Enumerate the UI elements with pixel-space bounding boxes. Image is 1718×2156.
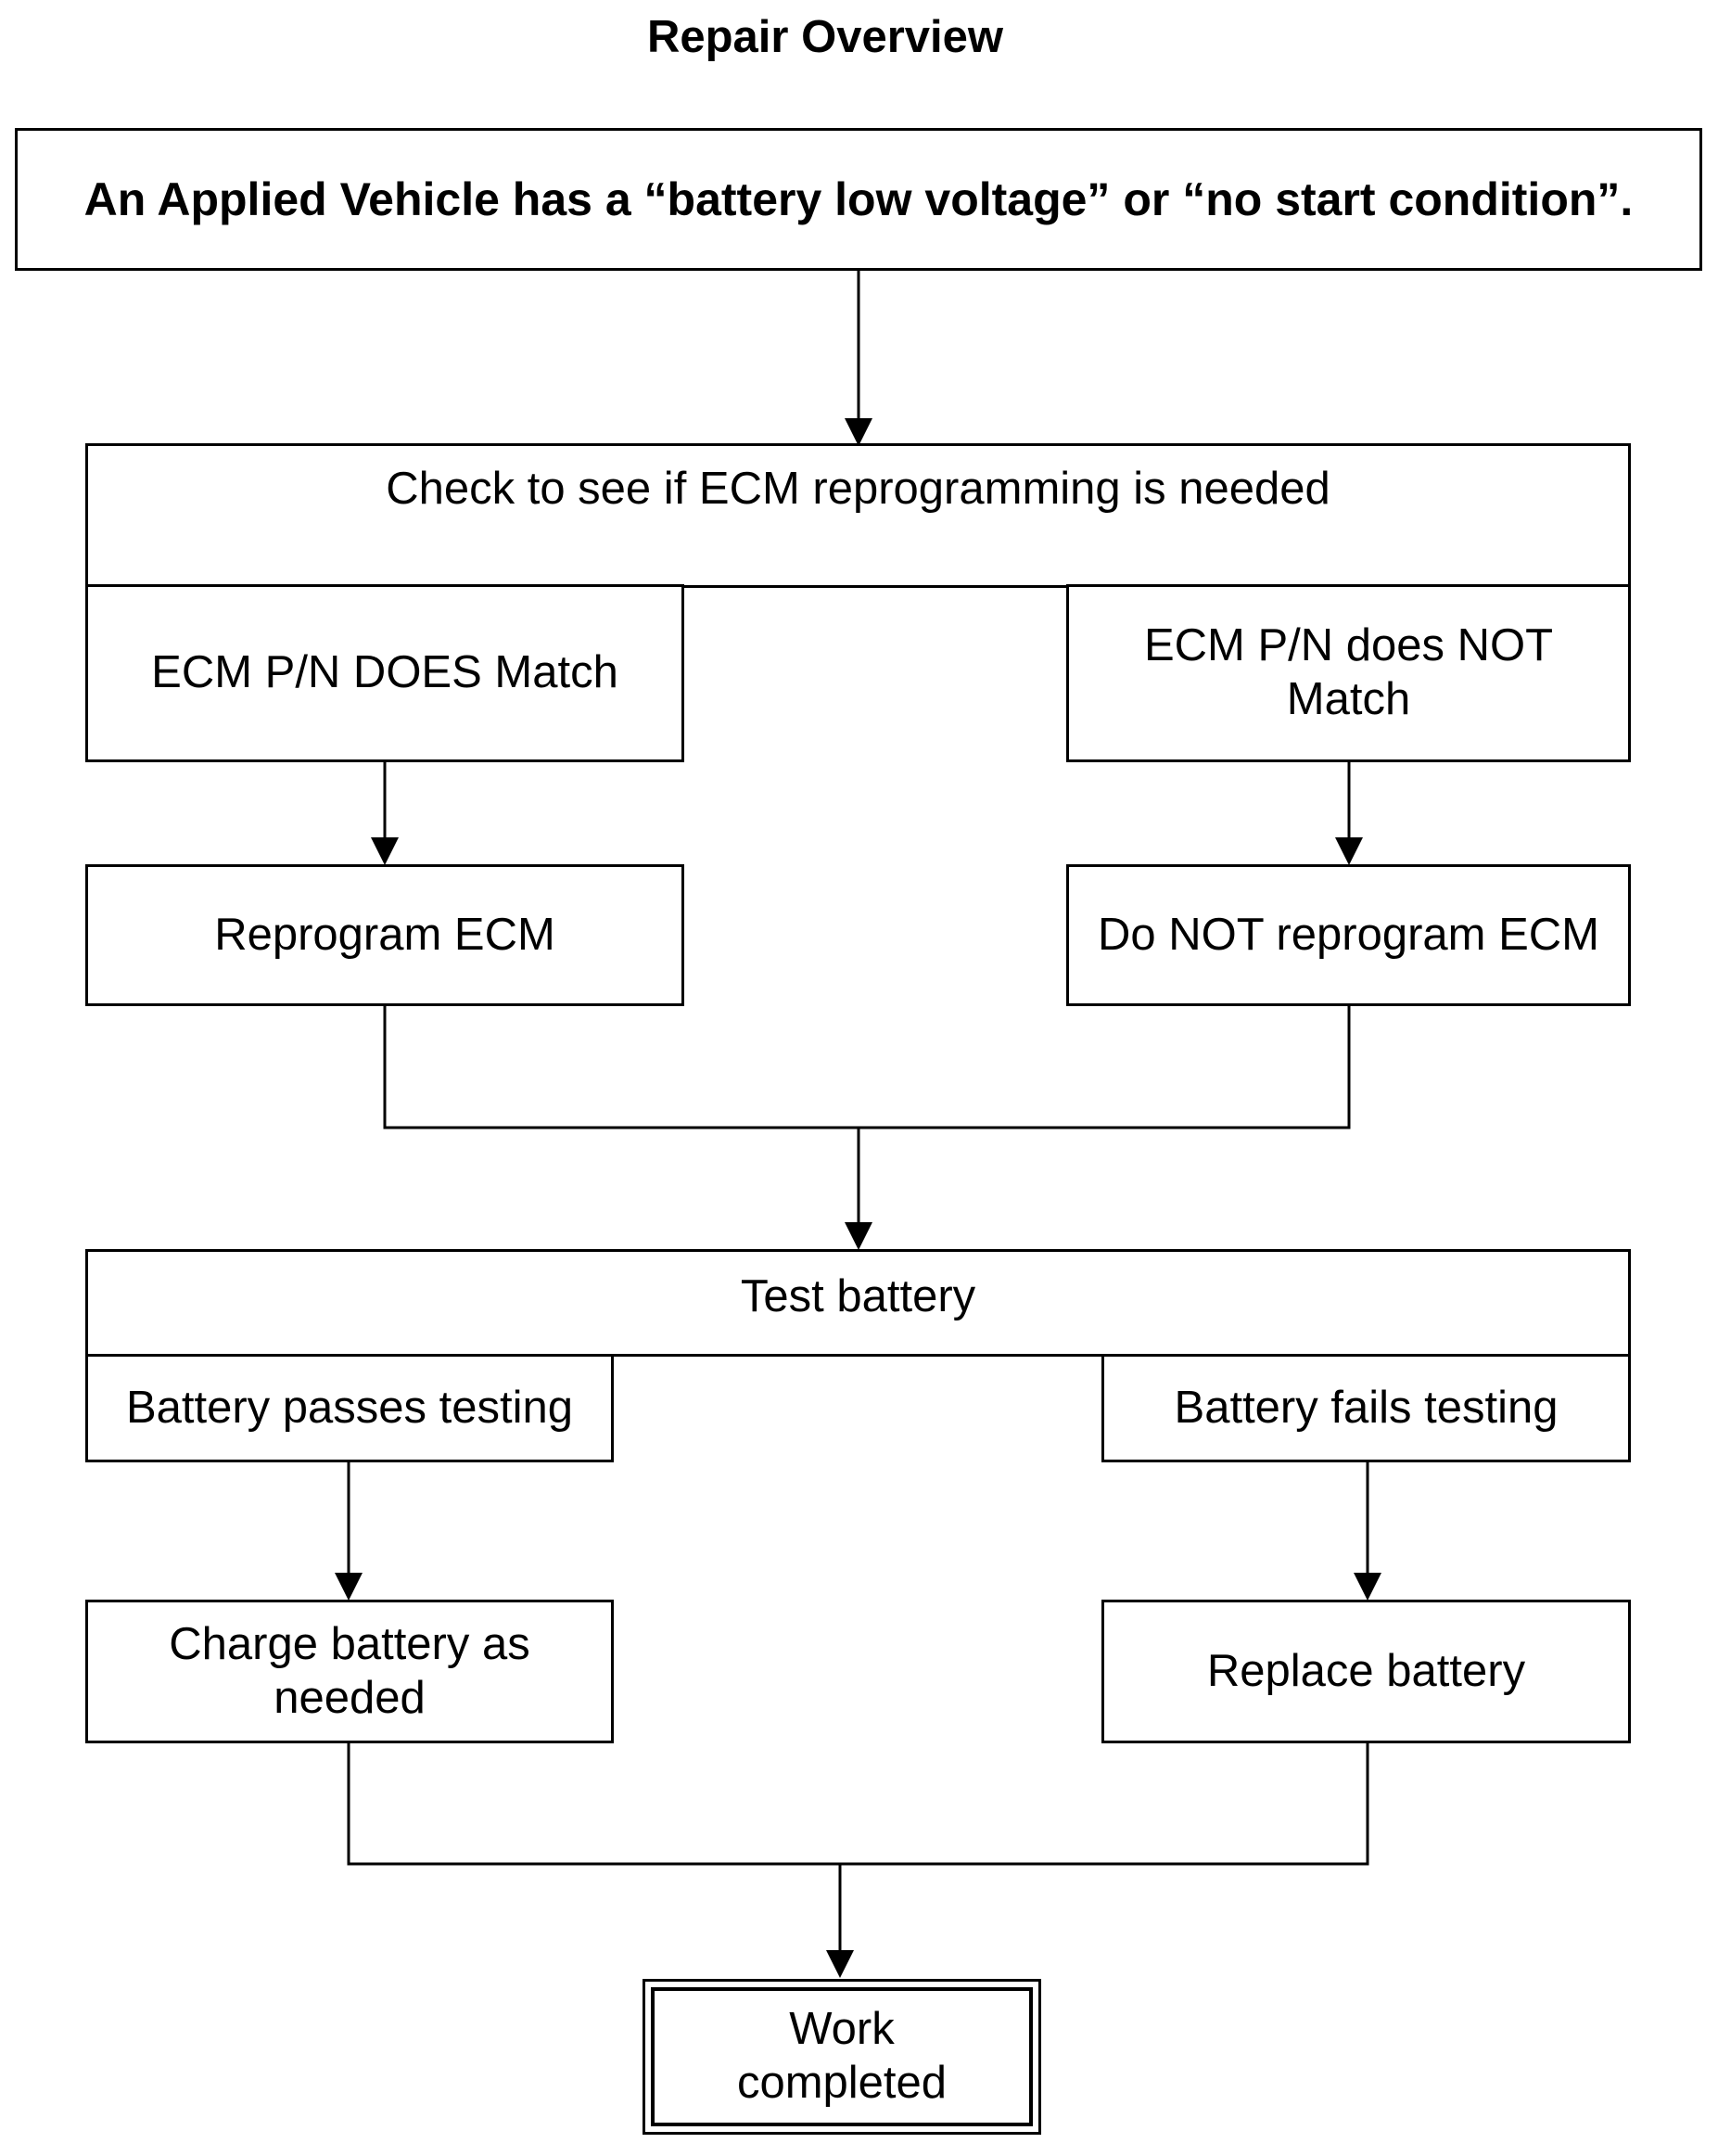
test-battery-text: Test battery	[740, 1271, 976, 1321]
charge-battery-box: Charge battery as needed	[85, 1600, 614, 1743]
no-reprogram-ecm-box: Do NOT reprogram ECM	[1066, 864, 1631, 1006]
work-completed-box: Work completed	[643, 1979, 1041, 2135]
charge-battery-text: Charge battery as needed	[169, 1618, 530, 1723]
reprogram-ecm-box: Reprogram ECM	[85, 864, 684, 1006]
start-condition-box: An Applied Vehicle has a “battery low vo…	[15, 128, 1702, 271]
check-ecm-text: Check to see if ECM reprogramming is nee…	[386, 464, 1330, 514]
work-completed-text: Work completed	[736, 2004, 948, 2108]
replace-battery-box: Replace battery	[1101, 1600, 1631, 1743]
reprogram-ecm-text: Reprogram ECM	[214, 909, 555, 960]
battery-pass-box: Battery passes testing	[85, 1354, 614, 1462]
check-ecm-box: Check to see if ECM reprogramming is nee…	[85, 443, 1631, 588]
battery-fail-box: Battery fails testing	[1101, 1354, 1631, 1462]
merge-line-ecm	[383, 1004, 1351, 1129]
ecm-no-match-text: ECM P/N does NOT Match	[1143, 620, 1554, 724]
merge-line-battery	[347, 1741, 1369, 1866]
test-battery-box: Test battery	[85, 1249, 1631, 1357]
ecm-no-match-box: ECM P/N does NOT Match	[1066, 584, 1631, 762]
ecm-match-box: ECM P/N DOES Match	[85, 584, 684, 762]
diagram-title: Repair Overview	[646, 12, 1004, 62]
replace-battery-text: Replace battery	[1206, 1645, 1526, 1696]
no-reprogram-ecm-text: Do NOT reprogram ECM	[1098, 909, 1599, 960]
ecm-match-text: ECM P/N DOES Match	[151, 647, 618, 698]
battery-fail-text: Battery fails testing	[1174, 1382, 1559, 1433]
battery-pass-text: Battery passes testing	[125, 1382, 574, 1433]
start-condition-text: An Applied Vehicle has a “battery low vo…	[83, 172, 1634, 225]
